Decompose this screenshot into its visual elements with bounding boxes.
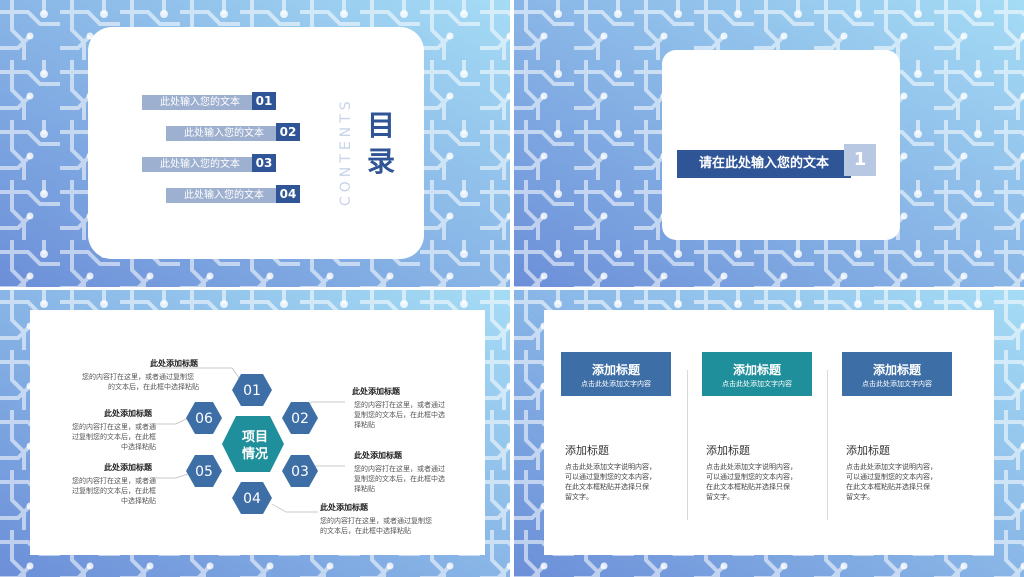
column-header-3[interactable]: 添加标题 点击此处添加文字内容 [842, 352, 952, 396]
column-header-title: 添加标题 [732, 363, 781, 377]
label-title: 此处添加标题 [104, 409, 152, 418]
column-text-line: 留文字。 [846, 493, 874, 501]
column-text-line: 可以通过复制您的文本内容， [565, 473, 656, 481]
center-title-line: 项目 [241, 430, 268, 445]
column-text-line: 留文字。 [565, 493, 593, 501]
label-line: 您的内容打在这里，或者通过 [354, 401, 445, 409]
label-line: 中选择粘贴 [121, 497, 156, 505]
column-text-line: 在此文本框粘贴并选择只保 [846, 483, 930, 491]
hexagon-06 [186, 402, 222, 434]
contents-vertical-text: CONTENTS [338, 97, 354, 206]
toc-item-label: 此处输入您的文本 [160, 159, 240, 170]
label-line: 过复制您的文本后，在此框 [72, 487, 156, 495]
column-header-subtitle: 点击此处添加文字内容 [722, 380, 792, 388]
label-title: 此处添加标题 [320, 503, 368, 512]
hexagon-04 [232, 482, 272, 514]
column-header-title: 添加标题 [872, 363, 921, 377]
label-title: 此处添加标题 [104, 463, 152, 472]
hex-number: 05 [195, 464, 213, 480]
center-title: 项目 情况 [232, 429, 278, 463]
slide-section-title[interactable]: 请在此处输入您的文本 1 [514, 0, 1024, 287]
label-line: 您的内容打在这里，或者通过复制您 [320, 517, 432, 525]
chip-panel [88, 27, 424, 259]
label-body: 您的内容打在这里，或者通过复制您 的文本后，在此框中选择粘贴 [82, 372, 202, 392]
slide-three-columns[interactable]: 添加标题 点击此处添加文字内容 添加标题 点击此处添加文字内容 添加标题 点击此… [514, 290, 1024, 577]
label-line: 复制您的文本后，在此框中选 [354, 411, 445, 419]
label-line: 中选择粘贴 [121, 443, 156, 451]
column-header-2[interactable]: 添加标题 点击此处添加文字内容 [702, 352, 812, 396]
column-divider [687, 370, 688, 520]
hexagon-center [222, 416, 284, 472]
label-line: 的文本后，在此框中选择粘贴 [320, 527, 411, 535]
hexagon-01 [232, 374, 272, 406]
column-text: 点击此处添加文字说明内容， 可以通过复制您的文本内容， 在此文本框粘贴并选择只保… [706, 462, 804, 502]
label-body: 您的内容打在这里，或者通 过复制您的文本后，在此框 中选择粘贴 [66, 476, 156, 506]
column-header-1[interactable]: 添加标题 点击此处添加文字内容 [561, 352, 671, 396]
section-number: 1 [844, 144, 876, 176]
column-text-line: 在此文本框粘贴并选择只保 [706, 483, 790, 491]
toc-item-label: 此处输入您的文本 [160, 97, 240, 108]
label-line: 择粘贴 [354, 485, 375, 493]
toc-item-3[interactable]: 此处输入您的文本 [142, 157, 260, 172]
column-header-subtitle: 点击此处添加文字内容 [862, 380, 932, 388]
toc-number-badge: 02 [276, 123, 300, 141]
label-line: 您的内容打在这里，或者通 [72, 423, 156, 431]
label-body: 您的内容打在这里，或者通过 复制您的文本后，在此框中选 择粘贴 [354, 464, 454, 494]
hex-number: 01 [243, 383, 261, 399]
section-title-banner[interactable]: 请在此处输入您的文本 [677, 150, 851, 178]
toc-item-label: 此处输入您的文本 [184, 190, 264, 201]
label-line: 您的内容打在这里，或者通 [72, 477, 156, 485]
toc-number-badge: 04 [276, 185, 300, 203]
column-text-line: 可以通过复制您的文本内容， [846, 473, 937, 481]
slide-project-overview[interactable]: 01 02 03 04 05 06 项目 情况 此处添加标题 您的内容打在这里，… [0, 290, 510, 577]
toc-item-label: 此处输入您的文本 [184, 128, 264, 139]
column-divider [827, 370, 828, 520]
column-text-line: 可以通过复制您的文本内容， [706, 473, 797, 481]
content-panel [544, 310, 994, 555]
toc-item-1[interactable]: 此处输入您的文本 [142, 95, 260, 110]
page-title: 目录 [366, 109, 395, 178]
column-text-line: 点击此处添加文字说明内容， [706, 463, 797, 471]
hex-number: 02 [291, 411, 309, 427]
toc-number-badge: 03 [252, 154, 276, 172]
column-title: 添加标题 [706, 444, 750, 457]
label-body: 您的内容打在这里，或者通过复制您 的文本后，在此框中选择粘贴 [320, 516, 444, 536]
label-title: 此处添加标题 [150, 359, 198, 368]
label-line: 复制您的文本后，在此框中选 [354, 475, 445, 483]
toc-item-2[interactable]: 此处输入您的文本 [166, 126, 284, 141]
column-header-title: 添加标题 [591, 363, 640, 377]
toc-item-4[interactable]: 此处输入您的文本 [166, 188, 284, 203]
column-text-line: 点击此处添加文字说明内容， [565, 463, 656, 471]
label-line: 过复制您的文本后，在此框 [72, 433, 156, 441]
hexagon-03 [282, 455, 318, 487]
hex-number: 03 [291, 464, 309, 480]
hex-number: 04 [243, 491, 261, 507]
column-text-line: 点击此处添加文字说明内容， [846, 463, 937, 471]
label-line: 您的内容打在这里，或者通过 [354, 465, 445, 473]
hexagon-05 [186, 455, 222, 487]
label-line: 择粘贴 [354, 421, 375, 429]
slide-contents[interactable]: 此处输入您的文本 01 此处输入您的文本 02 此处输入您的文本 03 此处输入… [0, 0, 510, 287]
column-text: 点击此处添加文字说明内容， 可以通过复制您的文本内容， 在此文本框粘贴并选择只保… [846, 462, 944, 502]
column-header-subtitle: 点击此处添加文字内容 [581, 380, 651, 388]
hex-number: 06 [195, 411, 213, 427]
label-line: 的文本后，在此框中选择粘贴 [108, 383, 199, 391]
label-body: 您的内容打在这里，或者通过 复制您的文本后，在此框中选 择粘贴 [354, 400, 454, 430]
column-title: 添加标题 [846, 444, 890, 457]
column-text: 点击此处添加文字说明内容， 可以通过复制您的文本内容， 在此文本框粘贴并选择只保… [565, 462, 663, 502]
hexagon-02 [282, 402, 318, 434]
toc-number-badge: 01 [252, 92, 276, 110]
label-title: 此处添加标题 [354, 451, 402, 460]
label-line: 您的内容打在这里，或者通过复制您 [82, 373, 194, 381]
label-body: 您的内容打在这里，或者通 过复制您的文本后，在此框 中选择粘贴 [66, 422, 156, 452]
column-text-line: 在此文本框粘贴并选择只保 [565, 483, 649, 491]
column-title: 添加标题 [565, 444, 609, 457]
hexagon-diagram [150, 367, 345, 514]
column-text-line: 留文字。 [706, 493, 734, 501]
label-title: 此处添加标题 [352, 387, 400, 396]
center-title-line: 情况 [241, 447, 268, 462]
